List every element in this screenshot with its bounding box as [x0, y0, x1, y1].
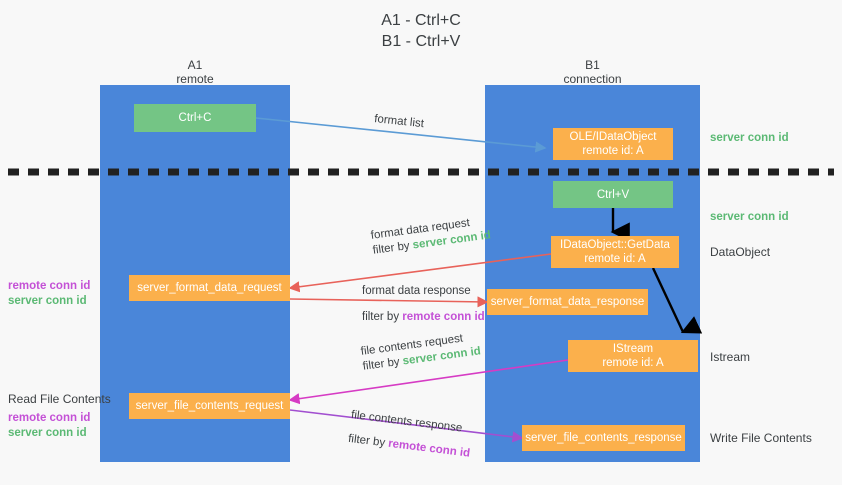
box-idataobject-getdata[interactable]: IDataObject::GetData remote id: A — [551, 236, 679, 268]
box-getdata-line2: remote id: A — [584, 253, 646, 265]
filter-prefix: filter by — [347, 432, 389, 450]
arrow-format-data-request — [288, 253, 552, 293]
filter-value-remote-conn-id: remote conn id — [402, 311, 485, 323]
box-ole-idataobject[interactable]: OLE/IDataObject remote id: A — [553, 128, 673, 160]
left-label-remote-conn-id-1: remote conn id — [8, 280, 91, 292]
column-b1-name: B1 — [585, 58, 600, 72]
box-ole-idataobject-line1: OLE/IDataObject — [569, 131, 657, 143]
box-server-format-data-request[interactable]: server_format_data_request — [129, 275, 290, 301]
box-ole-idataobject-line2: remote id: A — [582, 145, 644, 157]
column-b1-sub: connection — [563, 72, 622, 86]
box-ctrl-c[interactable]: Ctrl+C — [134, 104, 256, 132]
box-istream-line2: remote id: A — [602, 357, 664, 369]
right-label-server-conn-id-mid: server conn id — [710, 211, 789, 223]
column-a1-name: A1 — [187, 58, 203, 72]
box-server-file-contents-response-label: server_file_contents_response — [525, 432, 682, 444]
column-a1-sub: remote — [176, 72, 214, 86]
arrow-format-data-response — [289, 296, 489, 308]
caption-format-data-response-group: format data response filter by remote co… — [362, 284, 485, 325]
column-header-a1: A1 remote — [100, 58, 290, 86]
box-server-format-data-response-label: server_format_data_response — [490, 296, 645, 308]
box-istream[interactable]: IStream remote id: A — [568, 340, 698, 372]
left-label-server-conn-id-2: server conn id — [8, 427, 87, 439]
filter-prefix: filter by — [372, 239, 414, 257]
box-server-file-contents-request-label: server_file_contents_request — [135, 400, 284, 412]
box-server-format-data-response[interactable]: server_format_data_response — [487, 289, 648, 315]
box-ctrl-v[interactable]: Ctrl+V — [553, 181, 673, 208]
filter-prefix: filter by — [362, 355, 404, 373]
arrow-getdata-to-istream — [651, 267, 703, 334]
box-server-file-contents-response[interactable]: server_file_contents_response — [522, 425, 685, 451]
page-title: A1 - Ctrl+C B1 - Ctrl+V — [0, 10, 842, 52]
title-line-1: A1 - Ctrl+C — [381, 12, 461, 29]
arrow-format-list — [255, 117, 547, 153]
left-label-server-conn-id-1: server conn id — [8, 295, 87, 307]
column-header-b1: B1 connection — [485, 58, 700, 86]
filter-prefix: filter by — [362, 311, 403, 323]
right-label-write-file-contents: Write File Contents — [710, 431, 812, 445]
box-getdata-line1: IDataObject::GetData — [560, 239, 670, 251]
right-label-istream: Istream — [710, 350, 751, 364]
caption-format-data-response-filter: filter by remote conn id — [362, 310, 485, 325]
left-label-group-file: remote conn id server conn id — [8, 411, 90, 441]
box-istream-line1: IStream — [612, 343, 654, 355]
box-server-file-contents-request[interactable]: server_file_contents_request — [129, 393, 290, 419]
left-label-group-format: remote conn id server conn id — [8, 279, 90, 309]
box-server-format-data-request-label: server_format_data_request — [137, 282, 282, 294]
arrow-file-contents-request — [288, 359, 569, 405]
arrow-file-contents-response — [289, 409, 524, 443]
left-label-read-file-contents: Read File Contents — [8, 392, 111, 406]
left-label-remote-conn-id-2: remote conn id — [8, 412, 91, 424]
box-ctrl-c-label: Ctrl+C — [178, 112, 212, 124]
right-label-dataobject: DataObject — [710, 245, 771, 259]
box-ctrl-v-label: Ctrl+V — [596, 188, 630, 201]
title-line-2: B1 - Ctrl+V — [381, 33, 461, 50]
caption-format-data-response: format data response — [362, 285, 471, 297]
right-label-server-conn-id-top: server conn id — [710, 132, 789, 144]
